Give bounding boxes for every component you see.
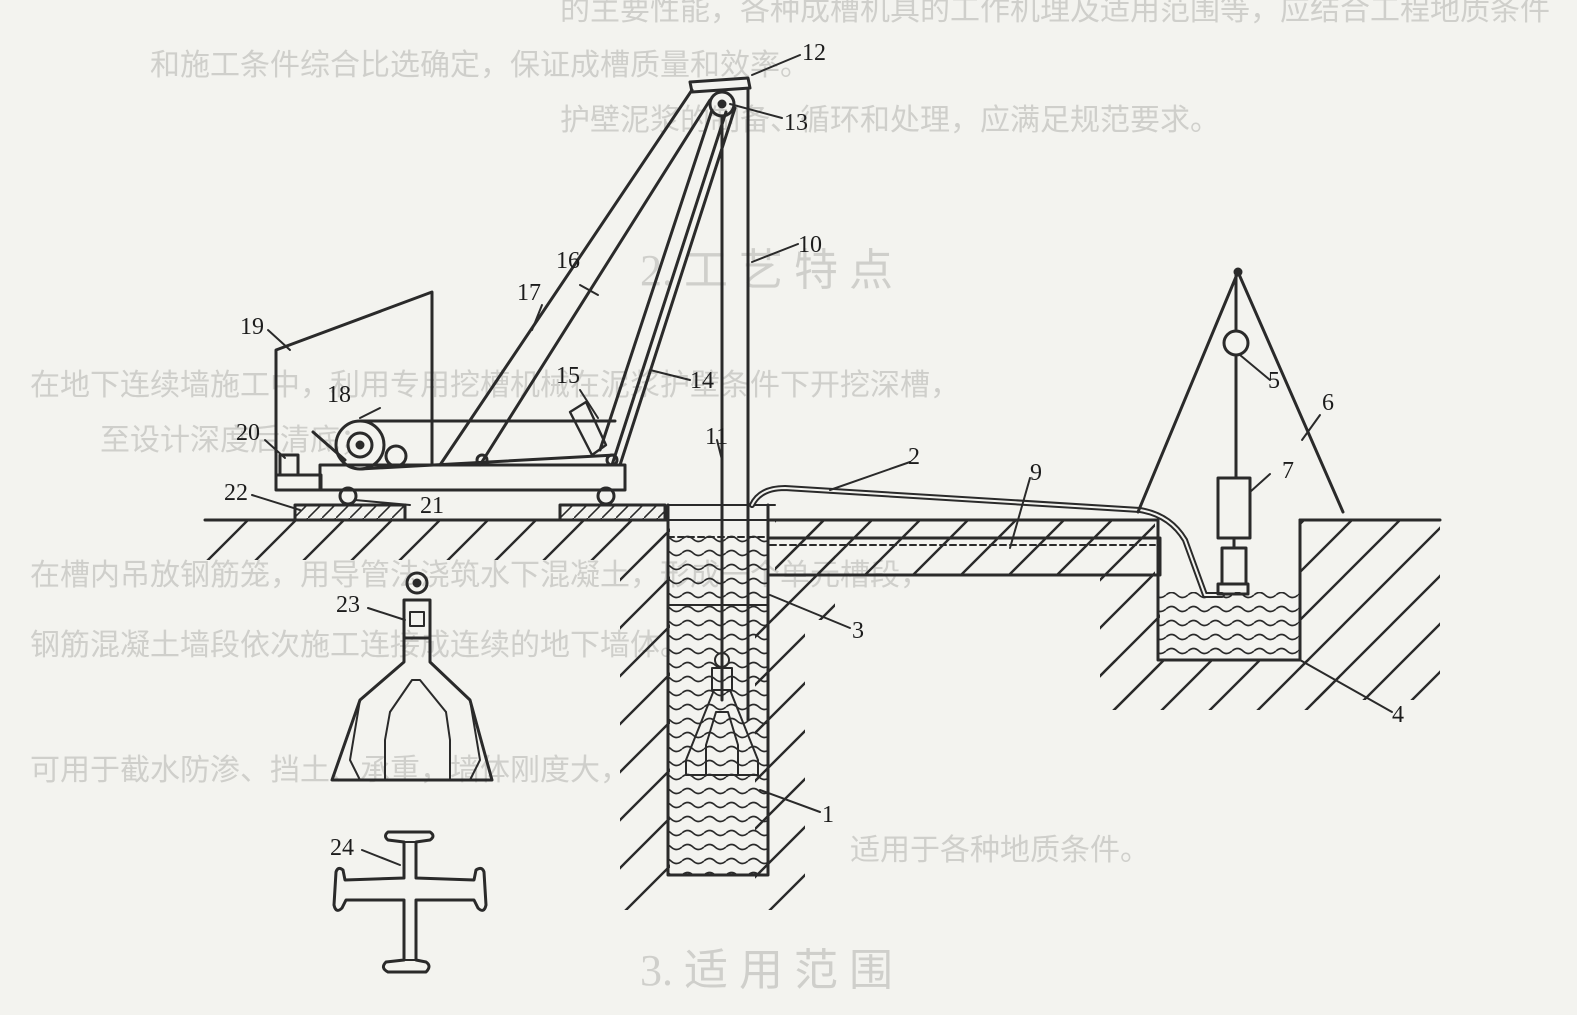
- leader-lines: [251, 54, 1393, 866]
- crane-boom: [438, 76, 752, 722]
- label-17: 17: [517, 280, 541, 306]
- trench: [666, 503, 776, 877]
- ground-soil: [205, 520, 1440, 910]
- grab-detail: [330, 571, 494, 782]
- label-11: 11: [705, 424, 728, 450]
- ghost-line: 的主要性能，各种成槽机具的工作机理及适用范围等，应结合工程地质条件: [560, 0, 1550, 27]
- label-2: 2: [908, 444, 920, 470]
- label-10: 10: [798, 232, 822, 258]
- mud-channel: [768, 536, 1162, 577]
- ghost-heading: 3. 适 用 范 围: [640, 946, 893, 995]
- label-12: 12: [802, 40, 826, 66]
- label-24: 24: [330, 835, 354, 861]
- pump-tripod: [1136, 267, 1345, 596]
- label-23: 23: [336, 592, 360, 618]
- label-16: 16: [556, 248, 580, 274]
- label-6: 6: [1322, 390, 1334, 416]
- label-21: 21: [420, 493, 444, 519]
- label-20: 20: [236, 420, 260, 446]
- callout-labels: 12 13 10 16 17 19 14 15 18 20 11 2 9 22 …: [224, 40, 1404, 861]
- label-22: 22: [224, 480, 248, 506]
- label-9: 9: [1030, 460, 1042, 486]
- label-13: 13: [784, 110, 808, 136]
- label-14: 14: [690, 368, 714, 394]
- label-3: 3: [852, 618, 864, 644]
- cross-section-detail: [332, 830, 488, 974]
- label-19: 19: [240, 314, 264, 340]
- ghost-line: 和施工条件综合比选确定，保证成槽质量和效率。: [150, 49, 810, 82]
- label-1: 1: [822, 802, 834, 828]
- ghost-line: 可用于截水防渗、挡土、承重，墙体刚度大，: [30, 754, 630, 787]
- ghost-line: 钢筋混凝土墙段依次施工连接成连续的地下墙体。: [30, 629, 690, 662]
- label-18: 18: [327, 382, 351, 408]
- label-4: 4: [1392, 702, 1404, 728]
- mud-pit: [1156, 518, 1302, 662]
- label-5: 5: [1268, 368, 1280, 394]
- label-15: 15: [556, 363, 580, 389]
- ghost-line: 至设计深度后清底；: [100, 424, 370, 457]
- ghost-line: 适用于各种地质条件。: [850, 834, 1150, 867]
- label-7: 7: [1282, 458, 1294, 484]
- grab-bucket: [685, 652, 759, 776]
